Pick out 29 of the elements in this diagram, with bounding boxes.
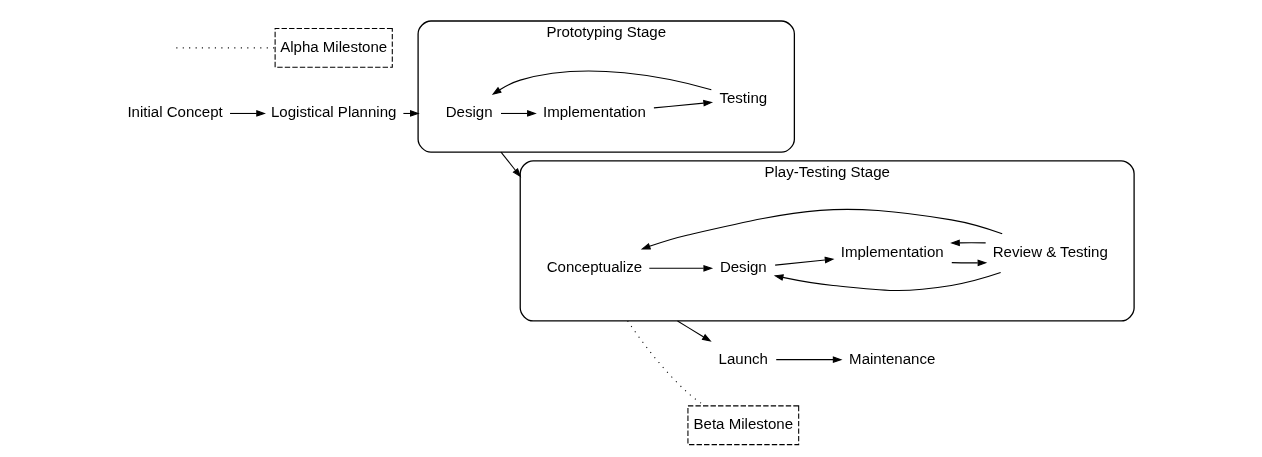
node-text: Logistical Planning	[270, 103, 396, 121]
node-text: Maintenance	[848, 349, 935, 367]
node-text: Implementation	[840, 243, 944, 261]
arrow	[640, 208, 1003, 250]
arrow	[499, 110, 537, 117]
arrow	[229, 110, 266, 117]
node-text: Design	[719, 258, 767, 276]
node-text: Launch	[718, 349, 768, 367]
arrow	[949, 239, 986, 247]
arrow	[775, 356, 842, 364]
node-text: Design	[445, 103, 493, 121]
arrow	[676, 320, 712, 342]
node-text: Implementation	[542, 103, 646, 121]
node-text: Initial Concept	[126, 103, 223, 121]
arrow	[648, 264, 713, 272]
arrow	[491, 70, 712, 95]
arrow	[402, 110, 420, 117]
connector	[175, 47, 276, 49]
arrow	[499, 151, 521, 178]
connector	[626, 320, 705, 407]
arrow	[652, 99, 713, 109]
node-text: Conceptualize	[546, 258, 642, 276]
arrow	[773, 272, 1001, 292]
node-text: Testing	[718, 89, 767, 107]
node-box: Alpha Milestone	[274, 28, 393, 68]
arrow	[950, 259, 987, 267]
node-box: Beta Milestone	[686, 405, 799, 446]
node-text: Review & Testing	[992, 243, 1108, 261]
arrow	[774, 256, 834, 266]
